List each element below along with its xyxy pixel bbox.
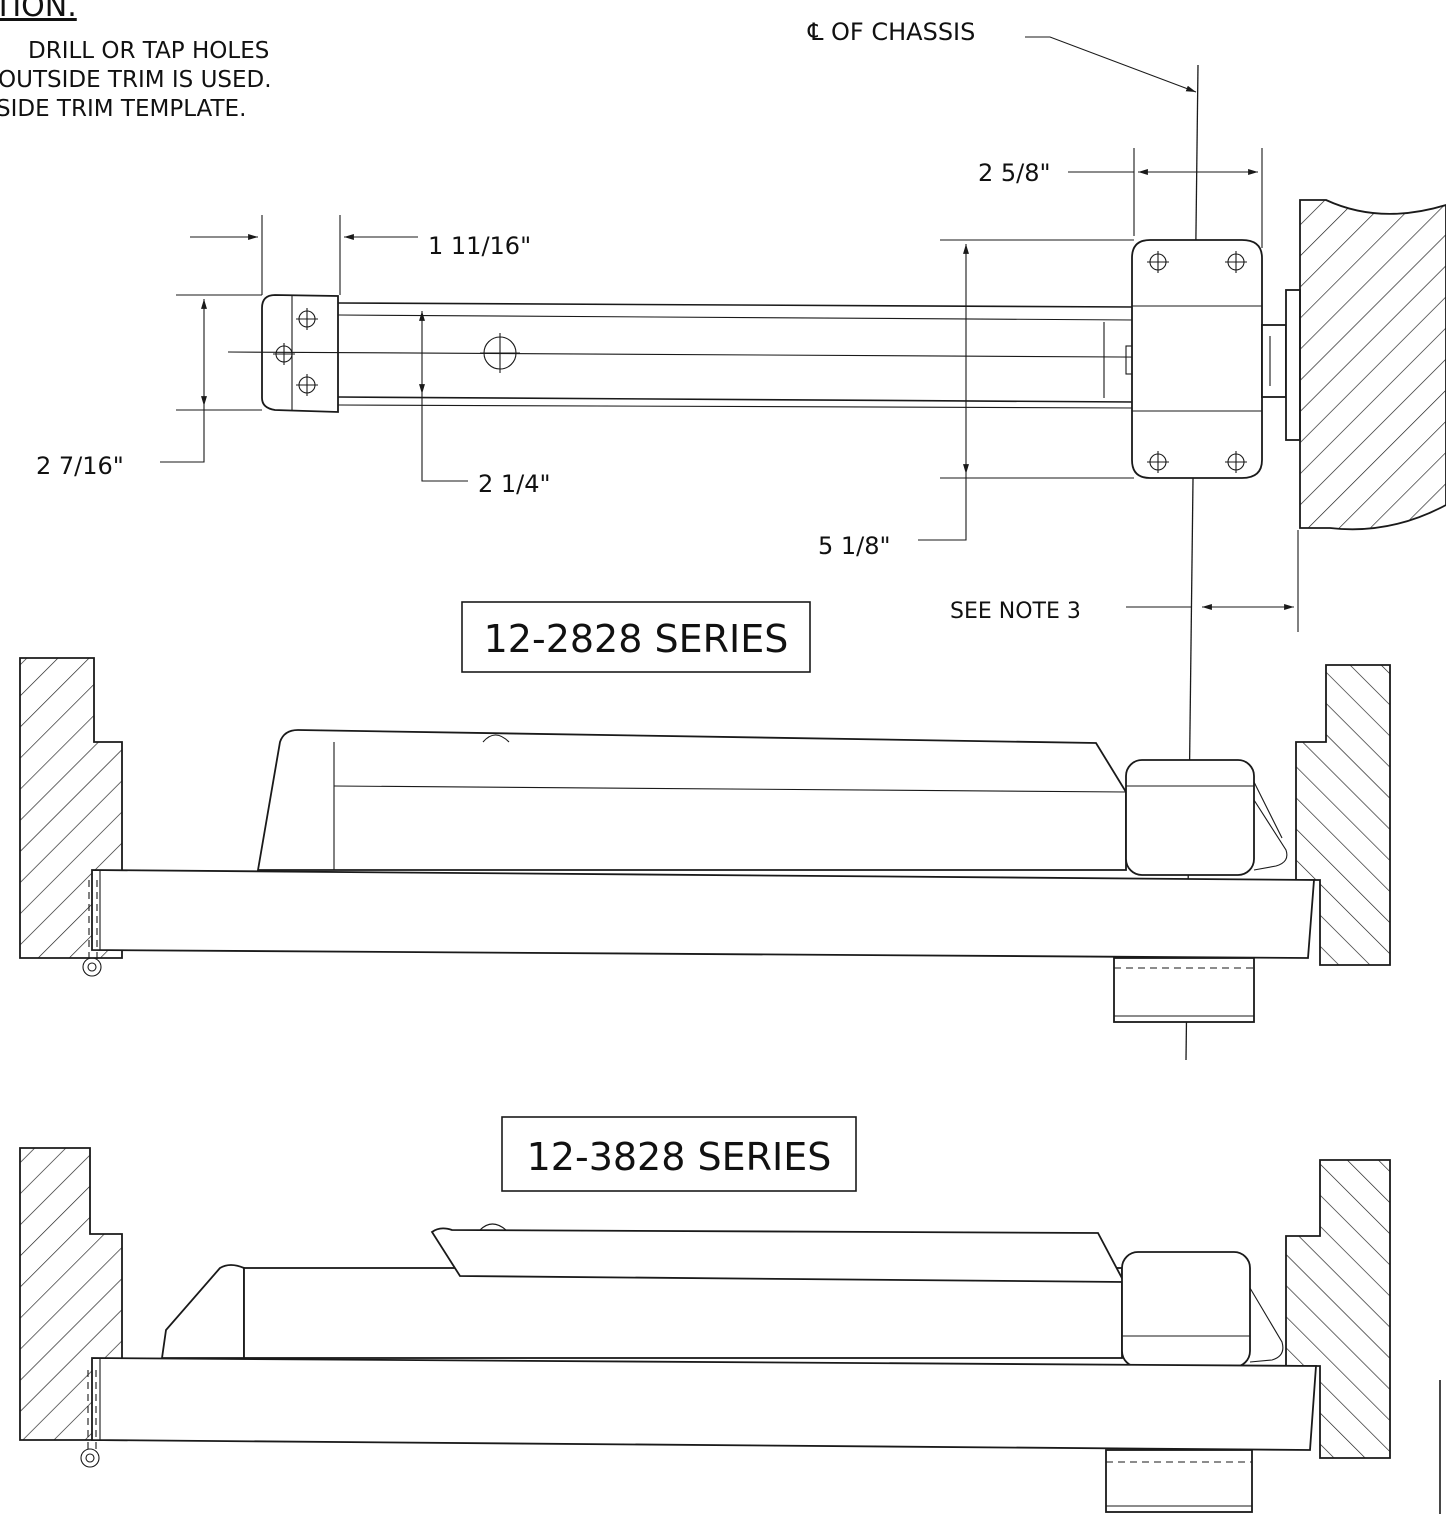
note-line-2: OUTSIDE TRIM IS USED. xyxy=(0,67,272,93)
centerline-label: ℄ OF CHASSIS xyxy=(807,18,975,46)
side-view-upper xyxy=(19,657,1391,1023)
note-line-1: DRILL OR TAP HOLES xyxy=(28,38,269,64)
series-label-upper: 12-2828 SERIES xyxy=(461,601,811,673)
chassis-centerline: ℄ OF CHASSIS xyxy=(807,18,1199,1061)
note-title: TION. xyxy=(0,0,77,24)
pin-ring-icon xyxy=(80,1448,100,1468)
screw-icon xyxy=(273,343,295,365)
dim-2-5-8: 2 5/8" xyxy=(978,159,1051,187)
see-note-3: SEE NOTE 3 xyxy=(950,599,1081,624)
note-block: TION. DRILL OR TAP HOLES OUTSIDE TRIM IS… xyxy=(0,0,272,122)
pivot-hole-icon xyxy=(480,333,520,373)
screw-icon xyxy=(1147,451,1169,473)
screw-icon xyxy=(1225,251,1247,273)
screw-icon xyxy=(1225,451,1247,473)
series-label-lower: 12-3828 SERIES xyxy=(501,1116,857,1192)
side-view-lower xyxy=(19,1147,1441,1514)
pin-ring-icon xyxy=(82,957,102,977)
dim-1-11-16: 1 11/16" xyxy=(428,232,531,260)
series-lower-text: 12-3828 SERIES xyxy=(527,1135,832,1179)
screw-icon xyxy=(1147,251,1169,273)
screw-icon xyxy=(296,374,318,396)
screw-icon xyxy=(296,308,318,330)
note-line-3: SIDE TRIM TEMPLATE. xyxy=(0,96,246,122)
dim-5-1-8: 5 1/8" xyxy=(818,532,891,560)
dimensions: 2 5/8" 1 11/16" 2 7/16" 2 1/4" 5 1/8" SE… xyxy=(36,148,1299,632)
dim-2-7-16: 2 7/16" xyxy=(36,452,124,480)
series-upper-text: 12-2828 SERIES xyxy=(484,617,789,661)
top-view xyxy=(227,199,1446,531)
dim-2-1-4: 2 1/4" xyxy=(478,470,551,498)
